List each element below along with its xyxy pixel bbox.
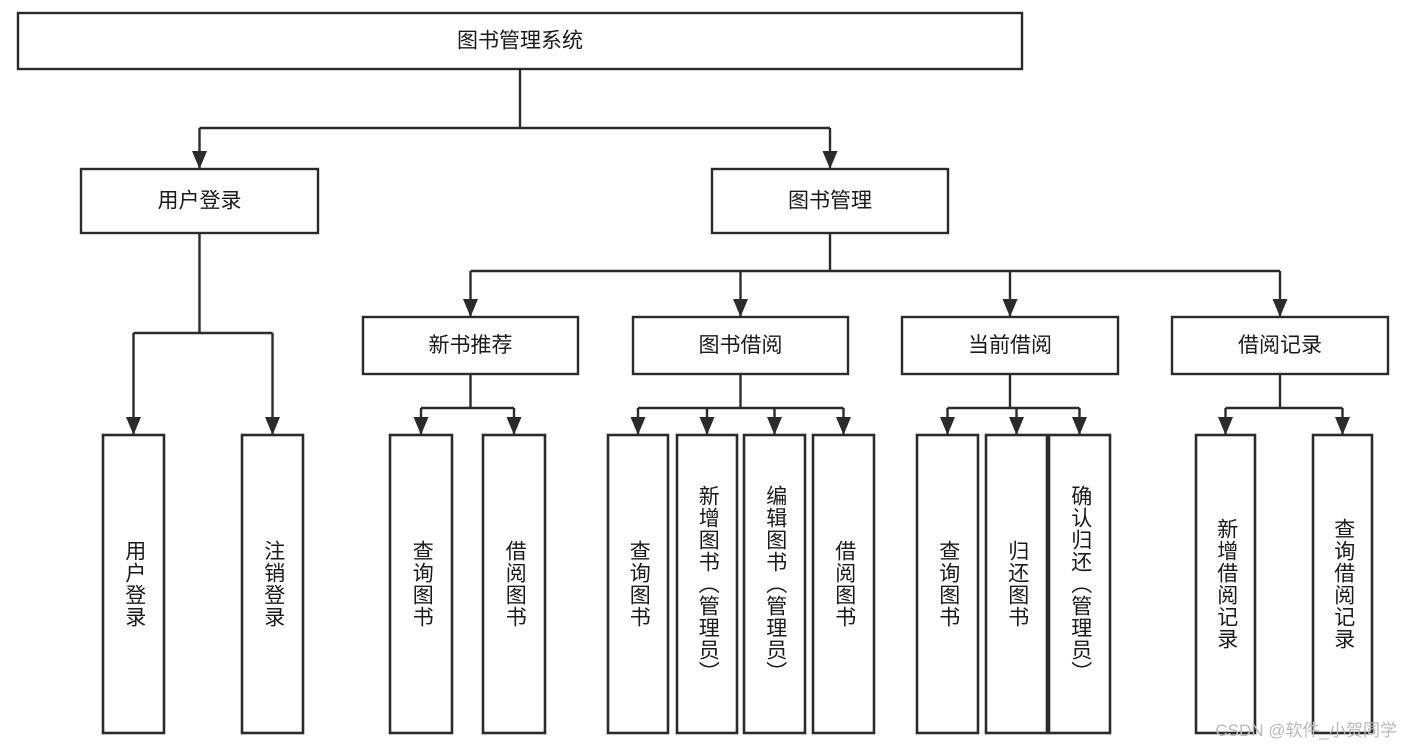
edge-arrowhead	[1272, 299, 1288, 317]
csdn-watermark: CSDN @软件_小贺同学	[1215, 721, 1397, 740]
node-level3-当前借阅[interactable]	[900, 315, 1120, 376]
edge-arrowhead	[463, 299, 478, 317]
edge-arrowhead	[506, 417, 522, 435]
node-leaf-0-用户登录[interactable]	[101, 433, 166, 735]
node-leaf-6-编辑图书管理员[interactable]	[742, 433, 807, 735]
edge-arrowhead	[126, 417, 141, 435]
edge-arrowhead	[413, 417, 429, 435]
edge-arrowhead	[822, 151, 838, 169]
node-level2-label-图书管理: 图书管理	[788, 190, 872, 213]
edge-arrowhead	[1009, 417, 1024, 435]
node-root-图书管理系统[interactable]	[16, 11, 1024, 71]
node-leaf-1-注销登录[interactable]	[240, 433, 305, 735]
node-leaf-11-新增借阅记录[interactable]	[1194, 433, 1257, 735]
node-level3-新书推荐[interactable]	[361, 315, 580, 376]
node-level3-借阅记录[interactable]	[1170, 315, 1390, 376]
edge-arrowhead	[1072, 417, 1087, 435]
node-level3-label-当前借阅: 当前借阅	[968, 334, 1052, 357]
node-leaf-3-借阅图书[interactable]	[481, 433, 547, 735]
edge-arrowhead	[733, 299, 748, 317]
node-level2-label-用户登录: 用户登录	[158, 190, 242, 213]
node-leaf-4-查询图书[interactable]	[606, 433, 670, 735]
edge-arrowhead	[630, 417, 646, 435]
node-level2-用户登录[interactable]	[79, 167, 320, 235]
edge-arrowhead	[1002, 299, 1018, 317]
node-leaf-12-查询借阅记录[interactable]	[1311, 433, 1374, 735]
connector-layer	[126, 69, 1350, 435]
node-level3-label-图书借阅: 图书借阅	[699, 334, 783, 357]
node-leaf-7-借阅图书[interactable]	[811, 433, 876, 735]
edge-arrowhead	[1335, 417, 1350, 435]
edge-arrowhead	[836, 417, 851, 435]
edge-arrowhead	[767, 417, 782, 435]
edge-arrowhead	[699, 417, 715, 435]
node-level3-label-新书推荐: 新书推荐	[429, 334, 513, 357]
node-leaf-8-查询图书[interactable]	[915, 433, 980, 735]
edge-arrowhead	[1218, 417, 1233, 435]
node-level2-图书管理[interactable]	[710, 167, 950, 235]
node-level3-图书借阅[interactable]	[631, 315, 850, 376]
edge-arrowhead	[265, 417, 280, 435]
edge-arrowhead	[192, 151, 207, 169]
node-box-layer	[16, 11, 1390, 735]
node-level3-label-借阅记录: 借阅记录	[1238, 334, 1322, 357]
node-leaf-2-查询图书[interactable]	[388, 433, 454, 735]
node-leaf-10-确认归还管理员[interactable]	[1047, 433, 1112, 735]
node-root-label: 图书管理系统	[457, 30, 583, 53]
node-leaf-5-新增图书管理员[interactable]	[675, 433, 739, 735]
node-leaf-9-归还图书[interactable]	[984, 433, 1049, 735]
edge-arrowhead	[940, 417, 955, 435]
